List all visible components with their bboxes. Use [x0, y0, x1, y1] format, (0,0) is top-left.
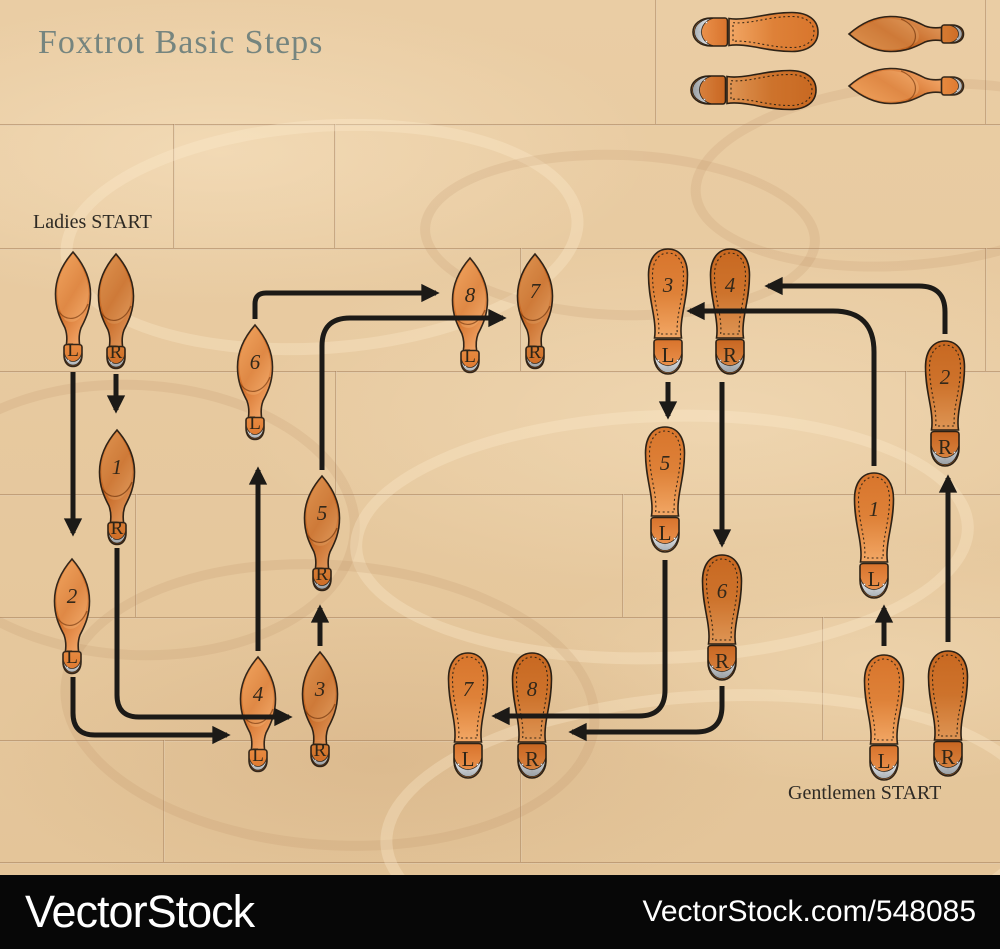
ladies-step-7-shoe: 7 R — [510, 252, 560, 370]
step-number: 5 — [659, 451, 671, 475]
arrow-gents-2-to-4 — [764, 276, 948, 334]
plank-seam — [163, 740, 165, 862]
ladies-start-right-shoe: R — [91, 252, 141, 370]
plank-seam — [520, 740, 522, 862]
foot-letter: R — [528, 342, 542, 363]
step-number: 2 — [66, 584, 78, 608]
plank-seam — [985, 0, 987, 124]
legend-ladies-shoe-top — [847, 9, 965, 59]
foot-letter: L — [658, 521, 672, 545]
gentlemen-step-6-shoe: 6 R — [694, 552, 750, 686]
plank-seam — [655, 0, 657, 124]
gentlemen-start-left-shoe: L — [856, 652, 912, 786]
ladies-step-5-shoe: 5 R — [297, 474, 347, 592]
gentlemen-start-label: Gentlemen START — [788, 782, 942, 804]
legend-mens-shoe-top — [687, 4, 821, 60]
watermark-bar: VectorStock VectorStock.com/548085 — [0, 875, 1000, 949]
plank-seam — [822, 617, 824, 740]
gentlemen-step-2-shoe: 2 R — [917, 338, 973, 472]
plank-seam — [905, 371, 907, 494]
foot-letter: R — [313, 740, 327, 761]
plank-seam — [0, 740, 1000, 742]
step-number: 6 — [249, 350, 261, 374]
gentlemen-step-3-shoe: 3 L — [640, 246, 696, 380]
step-number: 5 — [316, 501, 328, 525]
foot-letter: R — [940, 745, 955, 769]
ladies-shoe-icon — [847, 61, 965, 111]
legend-mens-shoe-bottom — [685, 62, 819, 118]
foot-letter: R — [937, 435, 952, 459]
foot-letter: L — [66, 647, 78, 668]
foot-letter: L — [461, 747, 475, 771]
foot-letter: R — [722, 343, 737, 367]
step-number: 4 — [724, 273, 736, 297]
ladies-start-label: Ladies START — [33, 211, 152, 233]
foot-letter: R — [524, 747, 539, 771]
step-number: 6 — [716, 579, 728, 603]
foot-letter: R — [110, 518, 124, 539]
watermark-brand: VectorStock — [25, 886, 255, 937]
ladies-step-1-shoe: 1 R — [92, 428, 142, 546]
step-number: 3 — [314, 677, 326, 701]
plank-seam — [0, 862, 1000, 864]
plank-seam — [334, 124, 336, 248]
page-title: Foxtrot Basic Steps — [38, 24, 324, 61]
foot-letter: L — [67, 340, 79, 361]
gentlemen-step-4-shoe: 4 R — [702, 246, 758, 380]
foot-letter: R — [109, 342, 123, 363]
mens-shoe-icon — [685, 62, 819, 118]
step-number: 2 — [939, 365, 951, 389]
plank-seam — [0, 617, 1000, 619]
plank-seam — [985, 248, 987, 371]
arrow-ladies-2-to-4 — [70, 677, 231, 745]
gentlemen-step-1-shoe: 1 L — [846, 470, 902, 604]
foot-letter: L — [867, 567, 881, 591]
watermark-credit: VectorStock.com/548085 — [642, 895, 976, 928]
step-number: 7 — [462, 677, 474, 701]
ladies-step-3-shoe: 3 R — [295, 650, 345, 768]
ladies-step-8-shoe: 8 L — [445, 256, 495, 374]
step-number: 8 — [526, 677, 538, 701]
plank-seam — [173, 124, 175, 248]
step-number: 1 — [868, 497, 880, 521]
step-number: 1 — [111, 455, 123, 479]
plank-seam — [0, 494, 1000, 496]
legend-ladies-shoe-bottom — [847, 61, 965, 111]
foot-letter: L — [249, 413, 261, 434]
ladies-step-6-shoe: 6 L — [230, 323, 280, 441]
plank-seam — [0, 124, 1000, 126]
foot-letter: L — [661, 343, 675, 367]
foot-letter: R — [714, 649, 729, 673]
plank-seam — [622, 494, 624, 617]
gentlemen-step-8-shoe: 8 R — [504, 650, 560, 784]
arrow-gents-6-to-8 — [568, 686, 725, 742]
foot-letter: R — [315, 564, 329, 585]
ladies-step-4-shoe: 4 L — [233, 655, 283, 773]
step-number: 4 — [252, 682, 264, 706]
gentlemen-start-right-shoe: R — [920, 648, 976, 782]
gentlemen-step-7-shoe: 7 L — [440, 650, 496, 784]
arrow-ladies-6-to-8 — [252, 283, 440, 319]
step-number: 3 — [662, 273, 674, 297]
foot-letter: L — [877, 749, 891, 773]
foot-letter: L — [464, 346, 476, 367]
plank-seam — [0, 371, 1000, 373]
step-number: 8 — [464, 283, 476, 307]
foot-letter: L — [252, 745, 264, 766]
ladies-shoe-icon — [847, 9, 965, 59]
mens-shoe-icon — [687, 4, 821, 60]
plank-seam — [0, 248, 1000, 250]
gentlemen-step-5-shoe: 5 L — [637, 424, 693, 558]
ladies-step-2-shoe: 2 L — [47, 557, 97, 675]
ladies-start-left-shoe: L — [48, 250, 98, 368]
step-number: 7 — [529, 279, 541, 303]
